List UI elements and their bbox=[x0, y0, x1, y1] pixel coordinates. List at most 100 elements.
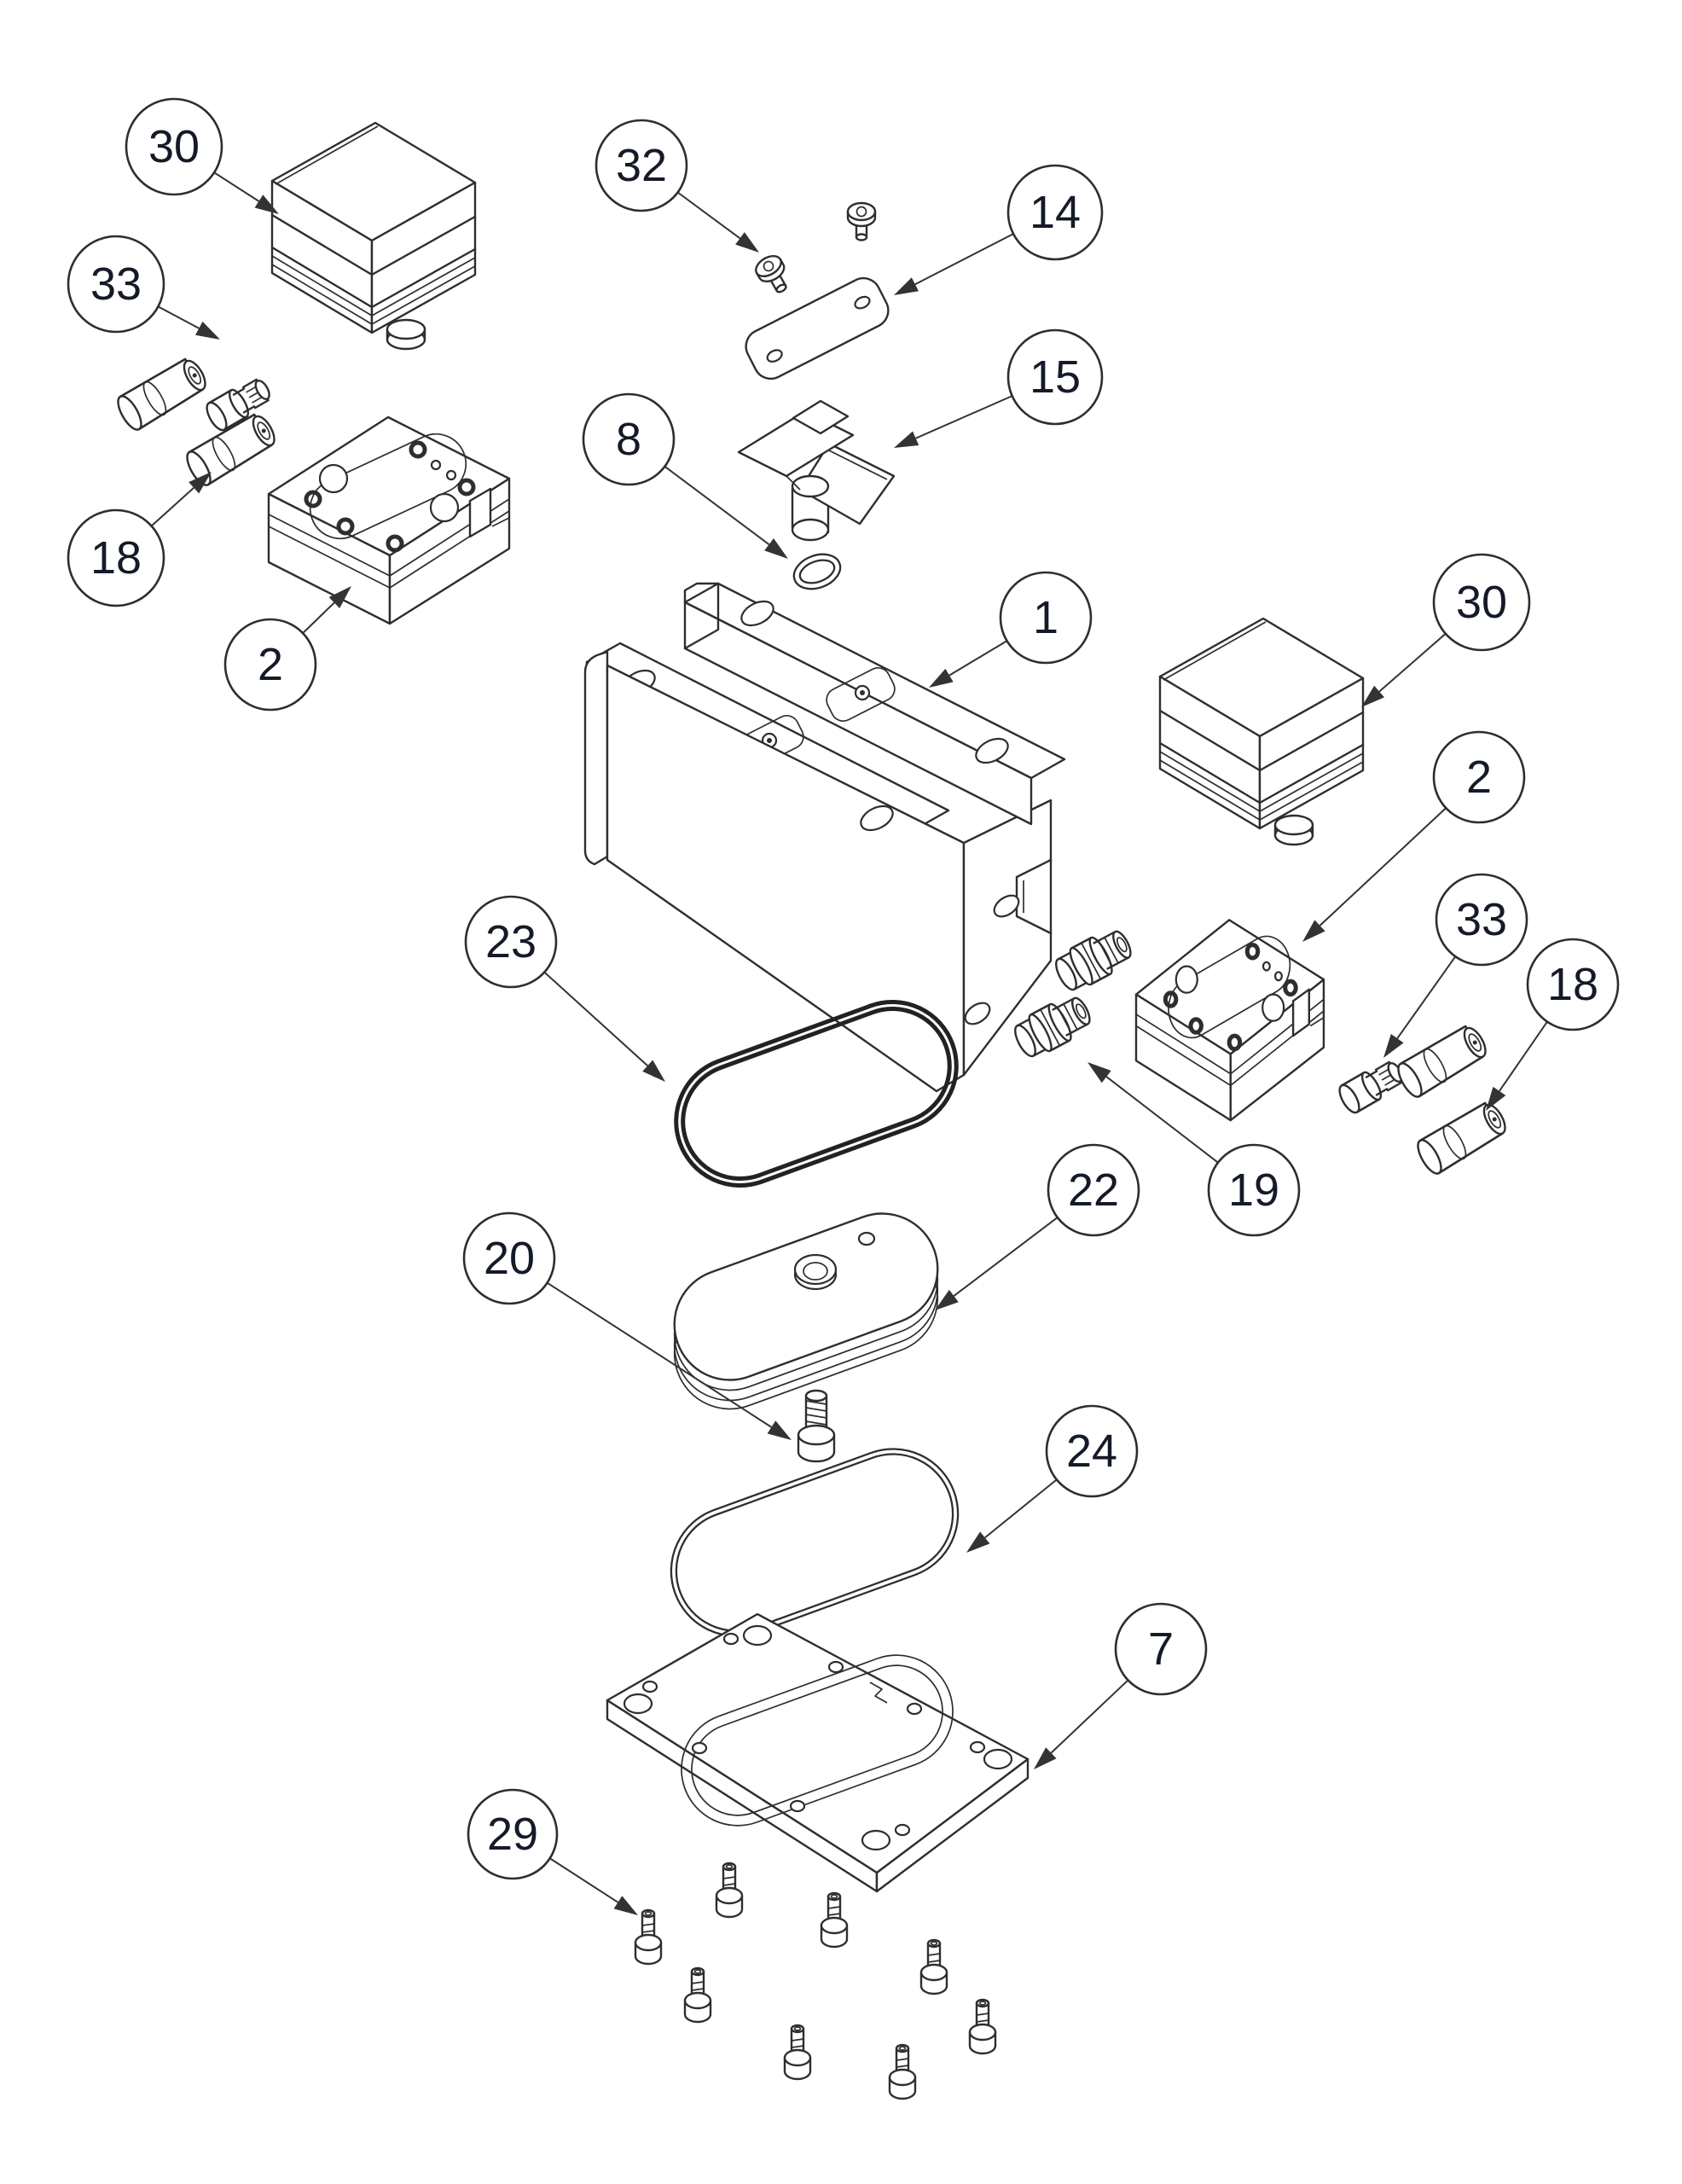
mounting-screw-1 bbox=[634, 1908, 663, 1966]
balloon-diaphragm-screw bbox=[462, 1211, 556, 1305]
callout-mounting-screw: 29 bbox=[467, 1788, 638, 1915]
base-plate-shape bbox=[983, 1748, 1013, 1770]
arrowhead-retaining-clip bbox=[894, 431, 919, 448]
balloon-plug-fitting-left bbox=[67, 235, 165, 334]
base-plate-shape bbox=[827, 1660, 844, 1674]
plug-fitting-right bbox=[1334, 1055, 1409, 1117]
leader-muffler-right bbox=[1499, 1021, 1548, 1092]
large-o-ring-upper-shape bbox=[674, 1000, 959, 1188]
pump-body-shape bbox=[975, 737, 1009, 764]
callout-large-o-ring-upper: 23 bbox=[464, 895, 665, 1082]
large-o-ring-lower bbox=[670, 1448, 960, 1637]
leader-cover-plate bbox=[914, 233, 1014, 286]
callout-o-ring-small: 8 bbox=[582, 392, 788, 559]
diaphragm-plate-shape bbox=[857, 1231, 876, 1246]
diaphragm-plate-shape bbox=[803, 1262, 828, 1281]
valve-block-left bbox=[269, 417, 509, 624]
callout-diaphragm-plate: 22 bbox=[935, 1143, 1140, 1310]
cover-plate-shape bbox=[745, 276, 890, 380]
pump-body-shape bbox=[583, 650, 609, 866]
arrowhead-base-plate bbox=[1034, 1747, 1057, 1769]
callout-pump-body: 1 bbox=[929, 571, 1093, 688]
solenoid-coil-left bbox=[270, 121, 477, 351]
callout-retaining-clip: 15 bbox=[894, 328, 1104, 448]
balloon-hex-nipple-lower bbox=[1207, 1143, 1301, 1237]
mounting-screw-2 bbox=[715, 1862, 744, 1919]
balloon-muffler-right bbox=[1526, 938, 1620, 1031]
large-o-ring-upper-shape bbox=[681, 1007, 952, 1181]
pump-body-shape bbox=[740, 600, 774, 627]
arrowhead-pump-body bbox=[929, 668, 954, 688]
leader-diaphragm-plate bbox=[953, 1217, 1058, 1297]
pump-body-shape bbox=[860, 804, 894, 832]
o-ring-small bbox=[792, 553, 842, 590]
solenoid-coil-right bbox=[1158, 617, 1365, 846]
arrowhead-plug-fitting-left bbox=[195, 321, 220, 340]
retaining-clip-shape bbox=[792, 399, 850, 435]
callout-valve-block-left: 2 bbox=[223, 586, 351, 712]
arrowhead-solenoid-coil-left bbox=[254, 195, 279, 214]
callout-solenoid-coil-right: 30 bbox=[1361, 553, 1531, 707]
retaining-clip-shape bbox=[786, 475, 801, 491]
base-plate-shape bbox=[789, 1799, 806, 1813]
mounting-screw-8 bbox=[968, 1998, 997, 2055]
arrowhead-muffler-right bbox=[1486, 1086, 1506, 1111]
pump-body-shape bbox=[993, 894, 1020, 918]
balloon-number-pump-body: 1 bbox=[1033, 592, 1058, 643]
balloon-pump-body bbox=[999, 571, 1093, 665]
balloon-mounting-screw bbox=[467, 1788, 559, 1880]
mounting-screw-3 bbox=[820, 1891, 849, 1949]
base-plate-shape bbox=[606, 1612, 1030, 1874]
diaphragm-screw bbox=[797, 1389, 836, 1463]
balloon-solenoid-coil-right bbox=[1432, 553, 1531, 652]
balloon-button-screw bbox=[594, 119, 688, 212]
hex-nipple-lower bbox=[1008, 989, 1097, 1064]
leader-o-ring-small bbox=[664, 465, 770, 546]
arrowhead-hex-nipple-lower bbox=[1088, 1062, 1111, 1083]
base-plate-shape-shape bbox=[681, 1654, 954, 1827]
callout-button-screw: 32 bbox=[594, 119, 759, 253]
pump-body-shape bbox=[767, 738, 772, 743]
large-o-ring-lower-shape bbox=[670, 1448, 960, 1637]
balloon-cover-plate bbox=[1006, 164, 1104, 261]
leader-large-o-ring-lower bbox=[984, 1478, 1058, 1539]
retaining-clip-shape bbox=[791, 518, 830, 542]
balloon-diaphragm-plate bbox=[1047, 1143, 1140, 1237]
valve-block-left-shape bbox=[269, 417, 509, 624]
balloon-large-o-ring-upper bbox=[464, 895, 558, 989]
base-plate-shape bbox=[742, 1624, 773, 1647]
mounting-screw-set bbox=[634, 1862, 997, 2100]
muffler-right-upper-shape bbox=[1393, 1021, 1493, 1101]
callout-diaphragm-screw: 20 bbox=[462, 1211, 792, 1440]
pump-body-shape bbox=[606, 664, 966, 1093]
balloon-large-o-ring-lower bbox=[1045, 1404, 1139, 1498]
balloon-number-solenoid-coil-right: 30 bbox=[1456, 577, 1507, 628]
cover-plate bbox=[745, 276, 890, 380]
cover-plate-shape bbox=[766, 349, 783, 363]
leader-valve-block-left bbox=[302, 601, 335, 634]
valve-block-right bbox=[1136, 920, 1324, 1120]
balloon-number-base-plate: 7 bbox=[1148, 1623, 1174, 1675]
leader-button-screw bbox=[677, 191, 741, 240]
balloon-muffler-left bbox=[67, 508, 165, 607]
balloon-solenoid-coil-left bbox=[125, 97, 223, 196]
base-plate-shape bbox=[691, 1741, 708, 1755]
leader-solenoid-coil-right bbox=[1378, 633, 1447, 693]
balloon-number-muffler-right: 18 bbox=[1547, 959, 1598, 1010]
mounting-screw-5 bbox=[783, 2024, 812, 2081]
base-plate-shape bbox=[722, 1632, 740, 1646]
o-ring-small-shape bbox=[792, 553, 842, 590]
diaphragm-screw-shape bbox=[797, 1424, 836, 1446]
arrowhead-valve-block-left bbox=[328, 586, 351, 608]
arrowhead-button-screw bbox=[735, 232, 759, 253]
base-plate-shape bbox=[906, 1702, 923, 1716]
balloon-number-o-ring-small: 8 bbox=[616, 414, 641, 465]
base-plate-shape bbox=[641, 1680, 658, 1693]
solenoid-coil-right-shape bbox=[1158, 617, 1365, 846]
leader-large-o-ring-upper bbox=[543, 971, 648, 1066]
solenoid-coil-left-shape bbox=[270, 121, 477, 351]
mounting-screw-6 bbox=[919, 1938, 948, 1995]
arrowhead-mounting-screw bbox=[613, 1896, 638, 1915]
arrowhead-muffler-left bbox=[188, 472, 212, 494]
balloon-valve-block-left bbox=[223, 618, 317, 712]
